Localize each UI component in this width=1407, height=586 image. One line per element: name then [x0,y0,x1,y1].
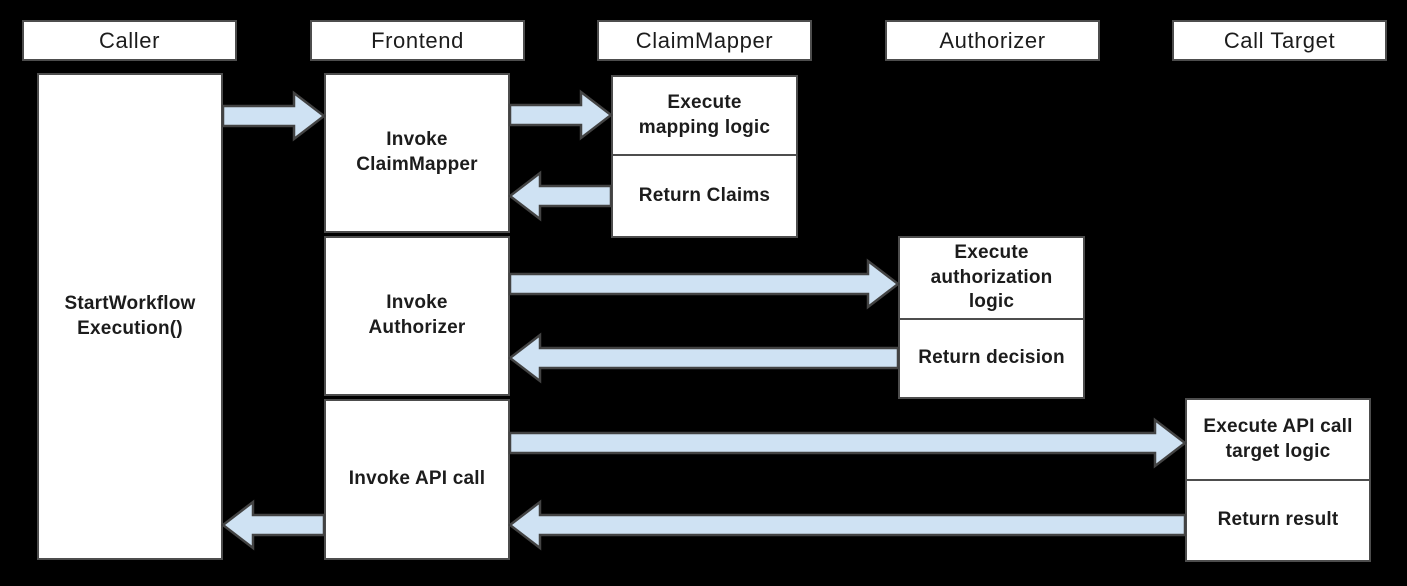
lifeline-caller: Caller [22,20,237,61]
task-execute-mapping-logic: Execute mapping logic [638,91,771,138]
claim-mapper-tasks: Execute mapping logic Return Claims [611,75,798,238]
arrow-claimmapper-return-to-frontend [507,170,613,222]
authorizer-tasks: Execute authorization logic Return decis… [898,236,1085,399]
step-invoke-claimmapper: Invoke ClaimMapper [324,73,510,233]
step-invoke-api-call: Invoke API call [324,399,510,560]
task-return-decision: Return decision [900,318,1083,397]
arrow-caller-to-frontend [221,90,327,142]
arrow-frontend-return-to-caller [220,499,326,551]
task-execute-api-call-target-logic: Execute API call target logic [1203,415,1353,462]
task-return-claims: Return Claims [613,154,796,236]
task-execute-authorization-logic: Execute authorization logic [930,241,1053,313]
arrow-frontend-to-authorizer [508,258,901,310]
lifeline-claim-mapper: ClaimMapper [597,20,812,61]
arrow-frontend-to-calltarget [508,417,1188,469]
arrow-calltarget-return-to-frontend [507,499,1187,551]
arrow-frontend-to-claimmapper [508,89,614,141]
step-invoke-authorizer: Invoke Authorizer [324,236,510,396]
lifeline-call-target: Call Target [1172,20,1387,61]
task-return-result: Return result [1187,479,1369,560]
activation-start-workflow-execution: StartWorkflow Execution() [37,73,223,560]
lifeline-authorizer: Authorizer [885,20,1100,61]
call-target-tasks: Execute API call target logic Return res… [1185,398,1371,562]
lifeline-frontend: Frontend [310,20,525,61]
arrow-authorizer-return-to-frontend [507,332,900,384]
